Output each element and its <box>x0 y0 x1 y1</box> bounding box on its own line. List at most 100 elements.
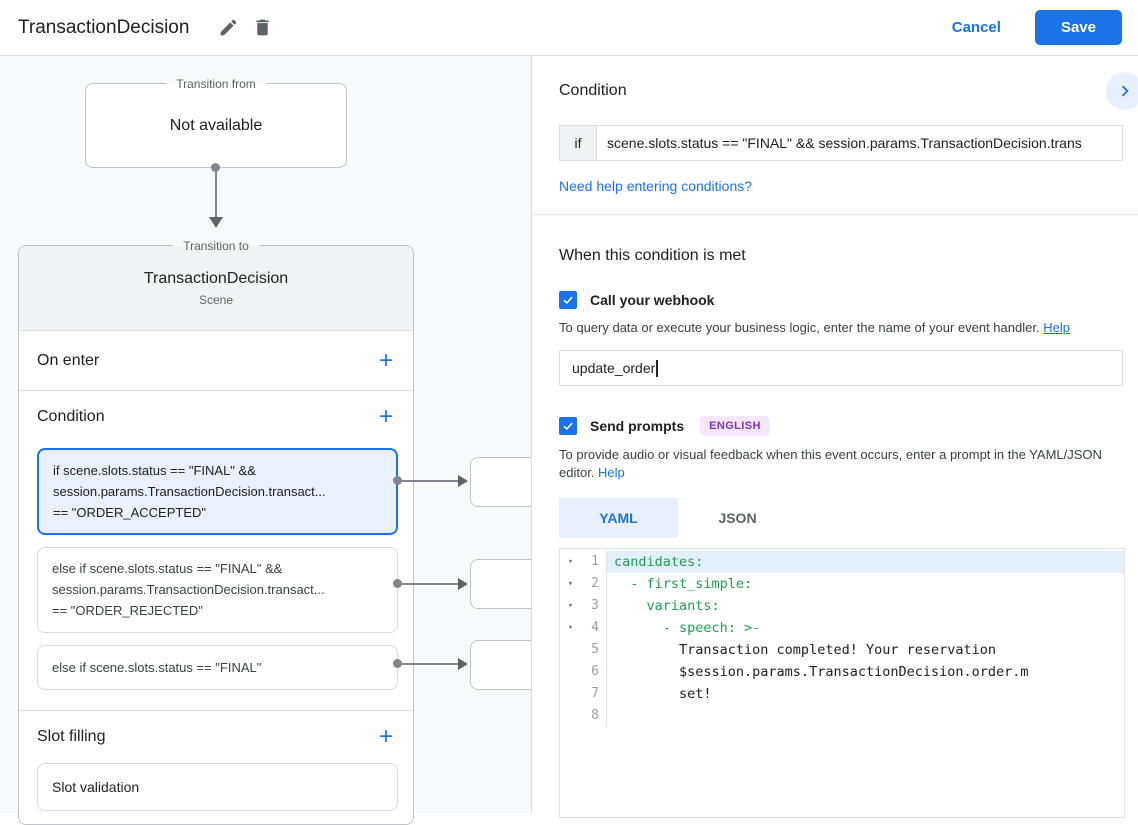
line-number: 7 <box>581 683 607 705</box>
code-text: variants: <box>614 598 720 614</box>
connector-line <box>397 663 459 665</box>
code-text <box>607 705 1124 727</box>
condition-expression-row: if scene.slots.status == "FINAL" && sess… <box>559 125 1123 161</box>
prompts-description: To provide audio or visual feedback when… <box>559 446 1115 482</box>
code-line[interactable]: 5 Transaction completed! Your reservatio… <box>560 639 1124 661</box>
fold-spacer <box>560 705 581 727</box>
line-number: 2 <box>581 573 607 595</box>
scene-card-header[interactable]: TransactionDecision Scene <box>19 246 413 331</box>
code-text: Transaction completed! Your reservation <box>614 642 997 658</box>
fold-icon[interactable]: ▾ <box>567 623 574 633</box>
checkmark-icon <box>563 422 573 430</box>
scene-type: Scene <box>198 292 234 307</box>
condition-text: if scene.slots.status == "FINAL" && <box>53 463 256 478</box>
transition-target-box[interactable] <box>470 559 540 609</box>
condition-card-accepted[interactable]: if scene.slots.status == "FINAL" && sess… <box>37 448 398 535</box>
code-text: - speech: >- <box>614 620 761 636</box>
code-text: candidates: <box>607 551 1124 573</box>
code-line[interactable]: ▾ 1 candidates: <box>560 551 1124 573</box>
transition-target-box[interactable] <box>470 640 540 690</box>
tab-json[interactable]: JSON <box>678 498 797 538</box>
webhook-checkbox-row: Call your webhook <box>559 291 1122 309</box>
section-divider <box>19 710 413 711</box>
code-text: $session.params.TransactionDecision.orde… <box>614 664 1029 680</box>
webhook-checkbox[interactable] <box>559 291 577 309</box>
transition-from-label: Transition from <box>166 75 266 93</box>
connector-line <box>215 168 217 218</box>
yaml-prompt-editor[interactable]: ▾ 1 candidates: ▾ 2 - first_simple: ▾ 3 … <box>559 548 1125 818</box>
page-title: TransactionDecision <box>18 16 190 38</box>
fold-icon[interactable]: ▾ <box>567 601 574 611</box>
line-number: 3 <box>581 595 607 617</box>
fold-spacer <box>560 661 581 683</box>
condition-text: == "ORDER_REJECTED" <box>52 603 203 618</box>
slot-validation-card[interactable]: Slot validation <box>37 763 398 811</box>
fold-spacer <box>560 683 581 705</box>
condition-card-rejected[interactable]: else if scene.slots.status == "FINAL" &&… <box>37 547 398 633</box>
chevron-right-icon <box>1121 85 1129 97</box>
code-text: set! <box>614 686 712 702</box>
section-slot-filling: Slot filling + <box>19 710 413 764</box>
section-condition: Condition + <box>19 390 413 444</box>
line-number: 4 <box>581 617 607 639</box>
connector-arrowhead-icon <box>458 475 468 487</box>
fold-icon[interactable]: ▾ <box>567 579 574 589</box>
panel-title: Condition <box>559 82 627 99</box>
webhook-name-input[interactable]: update_order <box>559 350 1123 386</box>
webhook-description: To query data or execute your business l… <box>559 319 1122 337</box>
condition-section-label: Condition <box>37 408 105 425</box>
checkmark-icon <box>563 296 573 304</box>
code-line[interactable]: 7 set! <box>560 683 1124 705</box>
scene-name: TransactionDecision <box>143 269 289 287</box>
line-number: 5 <box>581 639 607 661</box>
webhook-name-value: update_order <box>572 360 656 376</box>
code-text: - first_simple: <box>614 576 753 592</box>
delete-scene-button[interactable] <box>245 11 279 45</box>
slot-validation-label: Slot validation <box>52 778 140 795</box>
connector-arrowhead-icon <box>458 578 468 590</box>
trash-icon <box>256 19 269 36</box>
tab-yaml[interactable]: YAML <box>559 498 678 538</box>
add-condition-button[interactable]: + <box>373 405 399 429</box>
top-bar: TransactionDecision Cancel Save <box>0 0 1138 56</box>
prompts-description-text: To provide audio or visual feedback when… <box>559 447 1102 480</box>
connector-line <box>397 583 459 585</box>
prompts-checkbox-row: Send prompts ENGLISH <box>559 416 1122 436</box>
transition-to-card: Transition to TransactionDecision Scene … <box>18 237 414 825</box>
conditions-help-link[interactable]: Need help entering conditions? <box>559 178 753 194</box>
cancel-button[interactable]: Cancel <box>934 11 1019 44</box>
connector-dot <box>211 163 220 172</box>
code-line[interactable]: 8 <box>560 705 1124 727</box>
fold-spacer <box>560 639 581 661</box>
condition-text: session.params.TransactionDecision.trans… <box>52 582 325 597</box>
connector-arrowhead-icon <box>209 217 223 228</box>
code-line[interactable]: ▾ 4 - speech: >- <box>560 617 1124 639</box>
section-on-enter: On enter + <box>19 331 413 390</box>
fold-icon[interactable]: ▾ <box>567 557 574 567</box>
transition-to-label: Transition to <box>173 237 259 255</box>
prompts-label: Send prompts <box>590 418 685 434</box>
condition-text: == "ORDER_ACCEPTED" <box>53 505 206 520</box>
condition-text: session.params.TransactionDecision.trans… <box>53 484 326 499</box>
panel-divider <box>532 214 1138 215</box>
line-number: 6 <box>581 661 607 683</box>
transition-from-box: Transition from Not available <box>85 75 347 168</box>
add-on-enter-button[interactable]: + <box>373 348 399 373</box>
condition-detail-panel: Condition if scene.slots.status == "FINA… <box>531 56 1138 818</box>
webhook-description-text: To query data or execute your business l… <box>559 320 1040 335</box>
webhook-label: Call your webhook <box>590 292 715 308</box>
save-button[interactable]: Save <box>1034 10 1122 45</box>
prompts-help-link[interactable]: Help <box>598 465 625 480</box>
prompts-checkbox[interactable] <box>559 417 577 435</box>
slot-filling-label: Slot filling <box>37 728 106 745</box>
condition-expression-input[interactable]: scene.slots.status == "FINAL" && session… <box>596 125 1123 161</box>
code-line[interactable]: ▾ 2 - first_simple: <box>560 573 1124 595</box>
webhook-help-link[interactable]: Help <box>1043 320 1070 335</box>
add-slot-button[interactable]: + <box>373 725 399 749</box>
code-line[interactable]: 6 $session.params.TransactionDecision.or… <box>560 661 1124 683</box>
condition-card-final[interactable]: else if scene.slots.status == "FINAL" <box>37 645 398 690</box>
edit-title-button[interactable] <box>211 11 245 45</box>
transition-target-box[interactable] <box>470 457 540 507</box>
collapse-panel-button[interactable] <box>1106 72 1138 110</box>
code-line[interactable]: ▾ 3 variants: <box>560 595 1124 617</box>
